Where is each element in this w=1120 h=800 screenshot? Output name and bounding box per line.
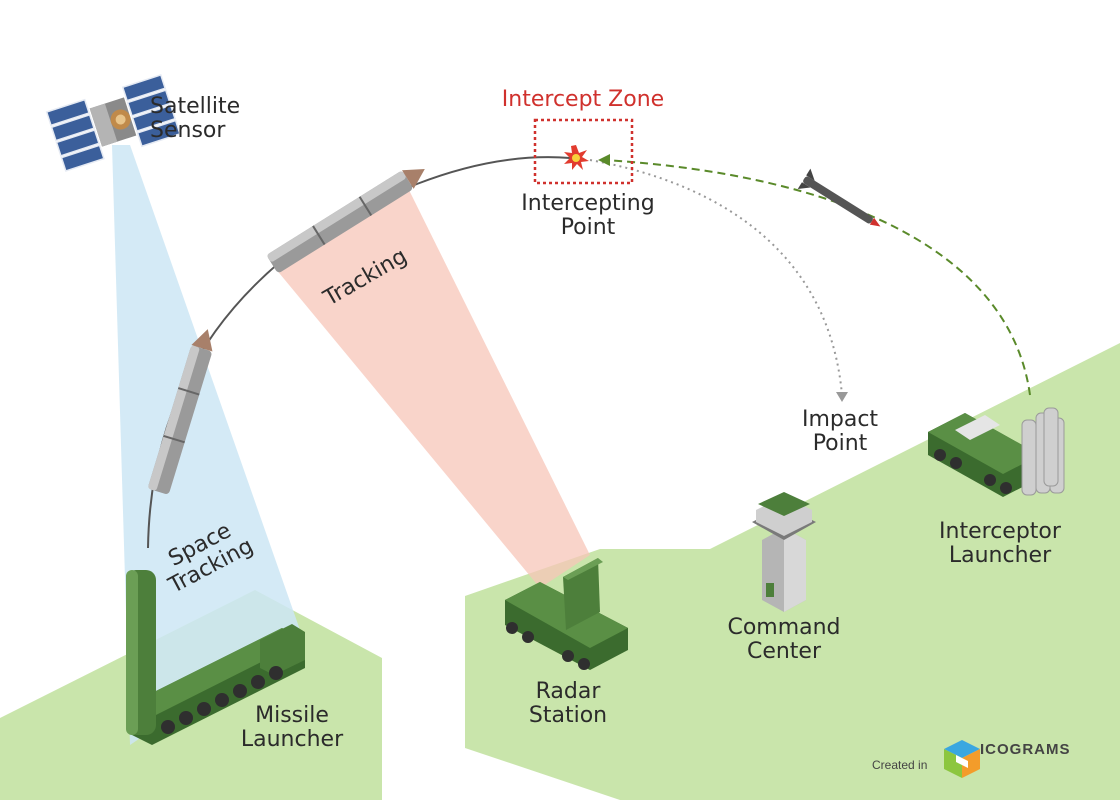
satellite-sensor-label: Satellite Sensor (150, 95, 240, 143)
radar-station-label: Radar Station (510, 680, 626, 728)
impact-label-line1: Impact (801, 407, 879, 432)
radar-station-vehicle (505, 558, 628, 670)
satellite-label-line2: Sensor (150, 118, 226, 143)
radar-label-line1: Radar (535, 679, 601, 704)
space-tracking-beam (112, 145, 300, 745)
intercept-zone-box (533, 118, 634, 185)
satellite-label-line1: Satellite (150, 94, 241, 119)
interceptor-launcher-label: Interceptor Launcher (925, 520, 1075, 568)
impact-point-label: Impact Point (780, 408, 900, 456)
impact-path (589, 159, 843, 396)
missile-upper-stage (267, 169, 425, 273)
intercepting-label-line2: Point (560, 215, 616, 240)
missile-label-line2: Launcher (240, 727, 344, 752)
missile-launcher-vehicle (126, 570, 305, 745)
missile-launch-stage (148, 329, 213, 494)
command-label-line2: Center (746, 639, 822, 664)
interceptor-label-line2: Launcher (948, 543, 1052, 568)
missile-label-line1: Missile (255, 703, 329, 728)
impact-label-line2: Point (812, 431, 868, 456)
interceptor-launcher-vehicle (928, 407, 1065, 497)
intercept-zone-title: Intercept Zone (501, 87, 665, 112)
command-label-line1: Command (727, 615, 841, 640)
missile-launcher-label: Missile Launcher (232, 704, 352, 752)
interceptor-arrowhead (598, 154, 610, 166)
created-in-text: Created in (872, 758, 928, 772)
satellite-icon (45, 73, 181, 172)
radar-tracking-beam (275, 188, 590, 588)
intercepting-point-label: Intercepting Point (508, 192, 668, 240)
command-center-tower (752, 492, 816, 612)
interceptor-missile (797, 168, 881, 227)
intercepting-label-line1: Intercepting (521, 191, 655, 216)
command-center-label: Command Center (714, 616, 854, 664)
radar-label-line2: Station (528, 703, 608, 728)
explosion-icon (564, 145, 589, 170)
icograms-brand-text: ICOGRAMS (980, 741, 1071, 758)
interceptor-label-line1: Interceptor (939, 519, 1061, 544)
icograms-logo (944, 740, 980, 778)
interceptor-trajectory (604, 159, 1031, 396)
impact-arrowhead (836, 392, 848, 402)
